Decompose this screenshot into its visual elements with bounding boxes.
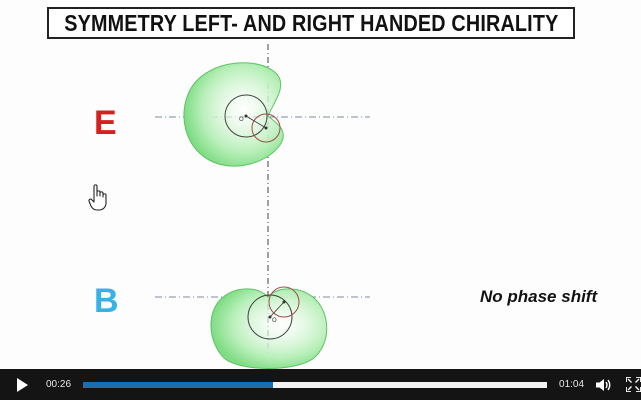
letter-e-label: E	[94, 104, 117, 142]
progress-bar[interactable]	[83, 381, 548, 388]
fullscreen-button[interactable]	[626, 377, 641, 393]
duration-time: 01:04	[559, 379, 585, 390]
progress-fill	[83, 381, 274, 388]
slide-title: SYMMETRY LEFT- AND RIGHT HANDED CHIRALIT…	[63, 9, 559, 36]
play-button[interactable]	[16, 377, 28, 393]
fullscreen-icon	[626, 377, 641, 392]
slide-title-box: SYMMETRY LEFT- AND RIGHT HANDED CHIRALIT…	[47, 7, 575, 39]
svg-text:O: O	[239, 116, 244, 123]
play-icon	[17, 377, 28, 392]
hand-cursor-icon	[88, 184, 110, 217]
chirality-diagram: O O	[155, 44, 370, 369]
bottom-rolling-circle	[268, 286, 300, 318]
bottom-inner-circle	[247, 294, 293, 340]
video-controls-bar: 00:26 01:04	[0, 369, 641, 400]
no-phase-shift-label: No phase shift	[480, 287, 598, 306]
volume-icon	[596, 378, 611, 391]
current-time: 00:26	[46, 379, 72, 390]
top-inner-circle	[224, 94, 268, 138]
video-frame[interactable]: SYMMETRY LEFT- AND RIGHT HANDED CHIRALIT…	[0, 0, 641, 369]
svg-text:O: O	[272, 317, 277, 324]
volume-button[interactable]	[596, 377, 612, 393]
top-rolling-circle	[251, 113, 281, 143]
letter-b-label: B	[94, 282, 119, 320]
